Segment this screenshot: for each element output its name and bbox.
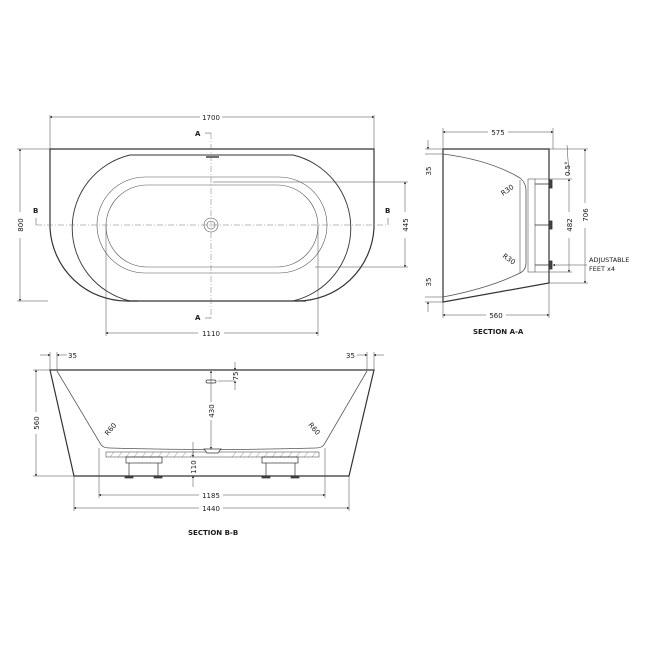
plan-basin-inner xyxy=(105,184,319,268)
section-aa-shell xyxy=(442,148,550,303)
section-bb-waste xyxy=(203,448,222,454)
radius-bb-right: R60 xyxy=(306,421,321,437)
dim-inner-length: 1110 xyxy=(202,330,220,338)
dim-aa-slope: 0.5° xyxy=(564,161,572,176)
radius-aa-top: R30 xyxy=(500,183,516,197)
feet-note-line1: ADJUSTABLE xyxy=(589,256,629,264)
radius-aa-bottom: R30 xyxy=(501,252,517,266)
plan-view: A A B B 1700 800 445 1110 xyxy=(17,114,410,338)
radius-bb-left: R60 xyxy=(103,422,118,438)
dim-aa-top-width: 575 xyxy=(491,129,504,137)
dim-aa-bottom-width: 560 xyxy=(489,312,502,320)
dim-bb-rim-left: 35 xyxy=(68,352,77,360)
dim-bb-base-height: 110 xyxy=(190,460,198,473)
dim-bb-rim-right: 35 xyxy=(346,352,355,360)
dim-bb-overall-base-length: 1440 xyxy=(202,505,220,513)
section-mark-b-right: B xyxy=(385,207,390,215)
dim-bb-overall-height: 560 xyxy=(33,416,41,429)
dim-aa-rim-top: 35 xyxy=(425,167,433,176)
section-aa-title: SECTION A-A xyxy=(473,328,524,336)
section-mark-b-left: B xyxy=(33,207,38,215)
section-mark-a-top: A xyxy=(195,130,201,138)
dim-overall-length: 1700 xyxy=(202,114,220,122)
section-bb-feet xyxy=(124,456,300,479)
dim-aa-base-span: 482 xyxy=(566,218,574,231)
section-aa-frame xyxy=(527,178,536,273)
section-aa-inner xyxy=(442,153,527,298)
dim-bb-overflow-depth: 75 xyxy=(232,372,240,381)
plan-inner-rim xyxy=(71,154,352,302)
dim-bb-water-depth: 430 xyxy=(208,404,216,417)
feet-note-line2: FEET x4 xyxy=(589,265,615,273)
adjustable-feet xyxy=(535,179,553,270)
section-bb-title: SECTION B-B xyxy=(188,529,238,537)
dim-inner-width: 445 xyxy=(402,218,410,231)
dim-aa-overall-height: 706 xyxy=(582,208,590,222)
section-mark-a-bottom: A xyxy=(195,314,201,322)
section-bb-shell xyxy=(49,369,375,477)
section-bb: R60 R60 35 35 560 75 430 110 xyxy=(33,352,384,537)
section-aa: R30 R30 575 560 35 35 0.5° 482 xyxy=(425,128,629,336)
dim-overall-width: 800 xyxy=(17,218,25,231)
dim-aa-rim-bottom: 35 xyxy=(425,278,433,287)
dim-bb-base-length: 1185 xyxy=(202,492,220,500)
